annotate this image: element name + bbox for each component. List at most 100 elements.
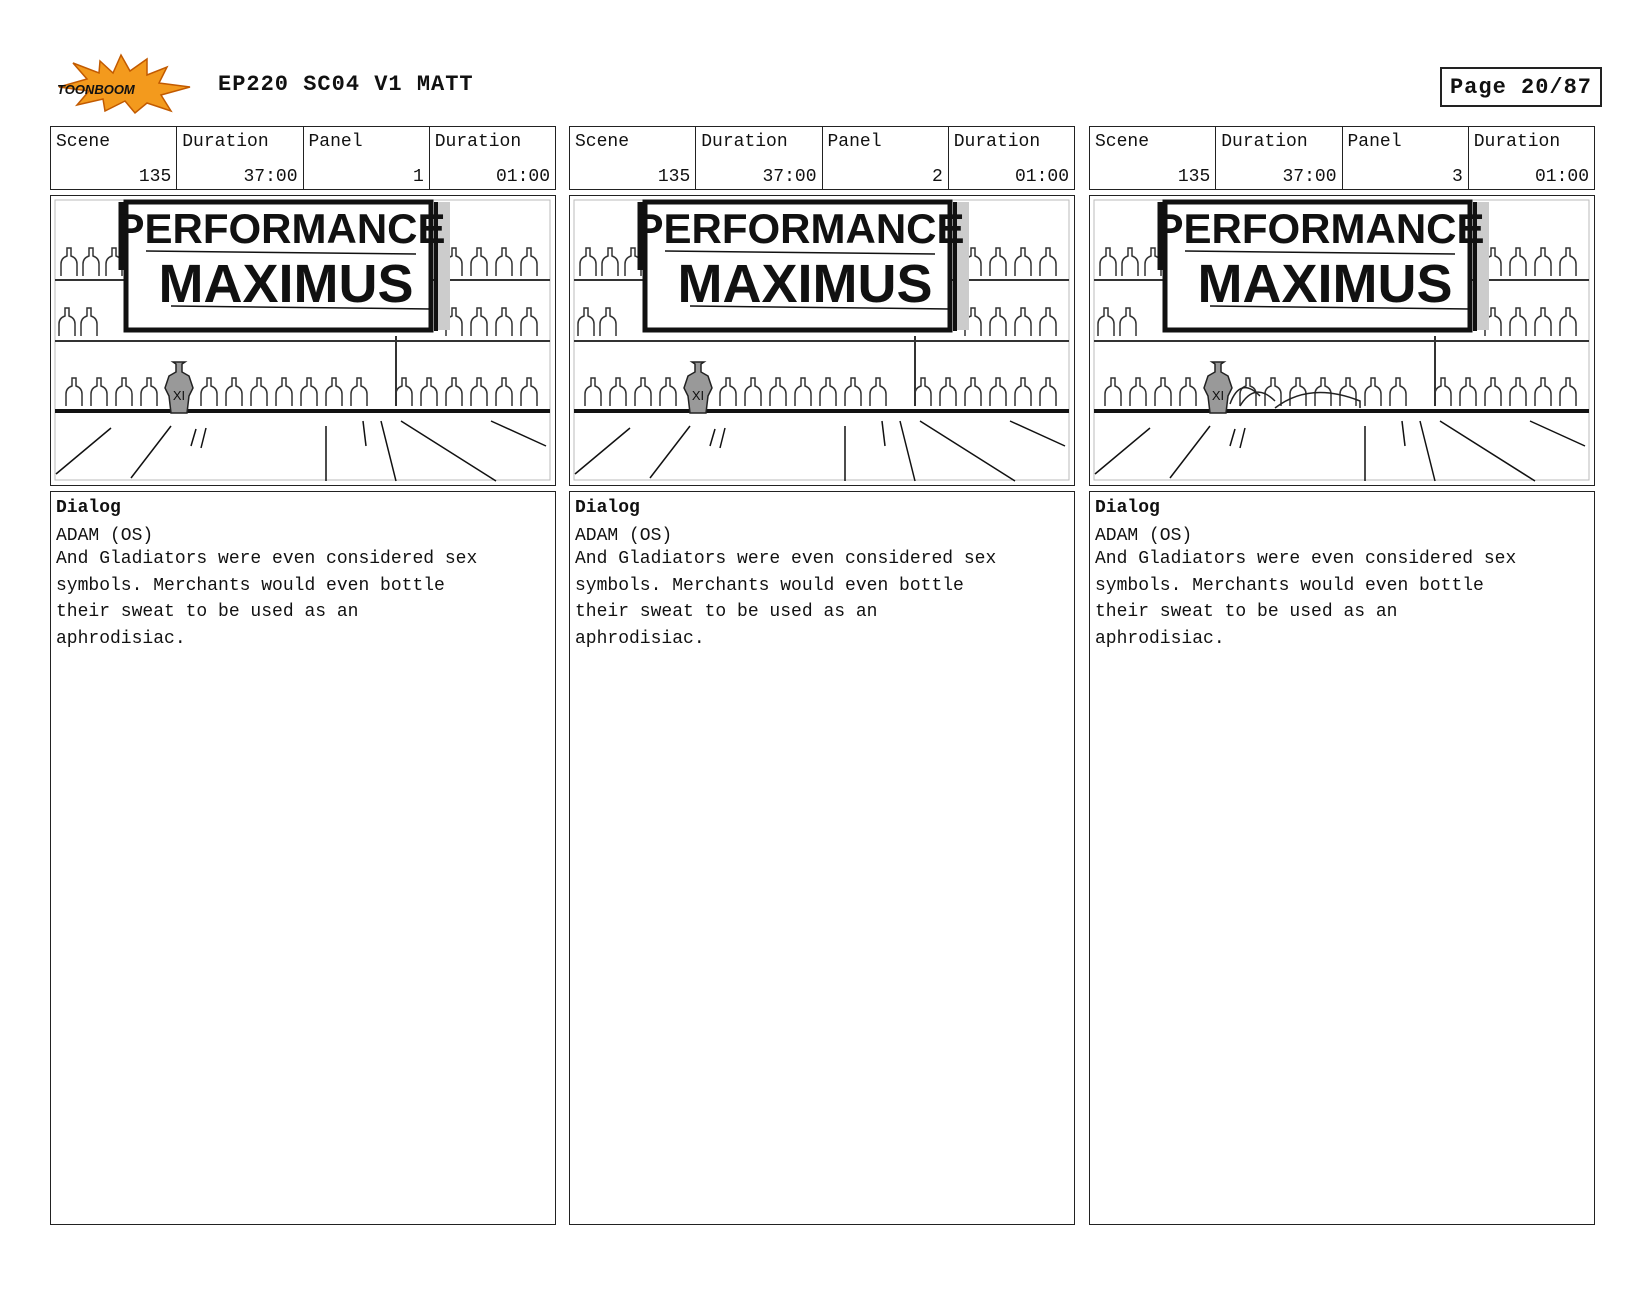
bottle-sketch [1314,377,1332,406]
bottle-sketch [819,377,837,406]
panel-duration: 01:00 [1534,167,1589,187]
bottle-sketch [1039,247,1057,276]
bottle-sketch [420,377,438,406]
bottle-sketch [275,377,293,406]
bottle-sketch [584,377,602,406]
duration-label: Duration [182,132,269,152]
dialog-character: ADAM (OS) [1095,526,1193,546]
storyboard-sketch: PERFORMANCE MAXIMUS XI [1093,199,1590,482]
bottle-sketch [520,307,538,336]
bottle-sketch [470,307,488,336]
sign-line-1: PERFORMANCE [116,205,445,252]
bottle-sketch [225,377,243,406]
scene-duration: 37:00 [243,167,298,187]
scene-cell: Scene 135 [570,127,697,189]
bottle-sketch [609,377,627,406]
page-indicator: Page 20/87 [1440,67,1602,107]
bottle-sketch [1534,307,1552,336]
panel-label: Panel [1347,132,1402,152]
scene-duration-cell: Duration 37:00 [1216,127,1343,189]
bottle-sketch [90,377,108,406]
bottle-sketch [520,377,538,406]
bottle-sketch [1121,247,1139,276]
bottle-sketch [939,377,957,406]
dialog-notes: Dialog ADAM (OS) And Gladiators were eve… [569,491,1075,1225]
bottle-sketch [1484,377,1502,406]
panel-info-row: Scene 135 Duration 37:00 Panel 3 Duratio… [1089,126,1595,190]
bottle-sketch [1039,377,1057,406]
bottle-sketch [1179,377,1197,406]
bottle-sketch [744,377,762,406]
scene-label: Scene [1095,132,1150,152]
storyboard-frame: PERFORMANCE MAXIMUS XI [569,195,1075,486]
bottle-sketch [1389,377,1407,406]
scene-cell: Scene 135 [1090,127,1217,189]
bottle-rows [1097,247,1577,406]
bottle-sketch [989,247,1007,276]
bottle-sketch [495,247,513,276]
bottle-sketch [495,377,513,406]
panel-info-row: Scene 135 Duration 37:00 Panel 1 Duratio… [50,126,556,190]
featured-bottle [164,361,194,414]
bottle-sketch [1119,307,1137,336]
bottle-sketch [1509,307,1527,336]
bottle-sketch [60,247,78,276]
panel-label: Panel [827,132,882,152]
dialog-text: And Gladiators were even considered sex … [575,549,997,649]
bottle-sketch [300,377,318,406]
bottle-sketch [65,377,83,406]
bottle-sketch [325,377,343,406]
bottle-mark: XI [173,388,185,403]
bottle-sketch [1364,377,1382,406]
panel-label: Panel [308,132,363,152]
bottle-sketch [1559,377,1577,406]
featured-bottle [683,361,713,414]
sign-line-1: PERFORMANCE [635,205,964,252]
toonboom-logo: TOONBOOM [55,53,195,115]
storyboard-sketch: PERFORMANCE MAXIMUS XI [54,199,551,482]
dialog-heading: Dialog [1095,498,1160,518]
bottle-sketch [1559,307,1577,336]
bottle-sketch [200,377,218,406]
dialog-heading: Dialog [575,498,640,518]
bottle-sketch [719,377,737,406]
bottle-sketch [470,377,488,406]
panel-duration-cell: Duration 01:00 [430,127,555,189]
bottle-sketch [250,377,268,406]
bottle-sketch [601,247,619,276]
bottle-sketch [914,377,932,406]
dialog-character: ADAM (OS) [56,526,154,546]
bottle-sketch [1459,377,1477,406]
bottle-sketch [1534,247,1552,276]
bottle-sketch [1559,247,1577,276]
scene-duration-cell: Duration 37:00 [177,127,304,189]
bottle-sketch [989,377,1007,406]
bottle-sketch [1239,377,1257,406]
bottle-sketch [115,377,133,406]
bottle-sketch [350,377,368,406]
bottle-sketch [1434,377,1452,406]
panel-cell: Panel 2 [823,127,949,189]
duration-label: Duration [701,132,788,152]
bottle-sketch [1154,377,1172,406]
panel-column-1: Scene 135 Duration 37:00 Panel 1 Duratio… [50,126,556,1225]
panel-duration: 01:00 [495,167,550,187]
bottle-sketch [1014,377,1032,406]
panel-number: 1 [412,167,424,187]
scene-duration: 37:00 [762,167,817,187]
storyboard-frame: PERFORMANCE MAXIMUS XI [50,195,556,486]
scene-number: 135 [1177,167,1211,187]
panel-cell: Panel 3 [1343,127,1469,189]
bottle-sketch [1014,247,1032,276]
bottle-sketch [659,377,677,406]
bottle-sketch [844,377,862,406]
bottle-sketch [964,377,982,406]
sign-line-2: MAXIMUS [159,254,414,314]
bottle-sketch [869,377,887,406]
bottle-rows [577,247,1057,406]
bottle-sketch [1339,377,1357,406]
bottle-sketch [395,377,413,406]
bottle-sketch [769,377,787,406]
bottle-sketch [1129,377,1147,406]
panel-duration-cell: Duration 01:00 [949,127,1074,189]
